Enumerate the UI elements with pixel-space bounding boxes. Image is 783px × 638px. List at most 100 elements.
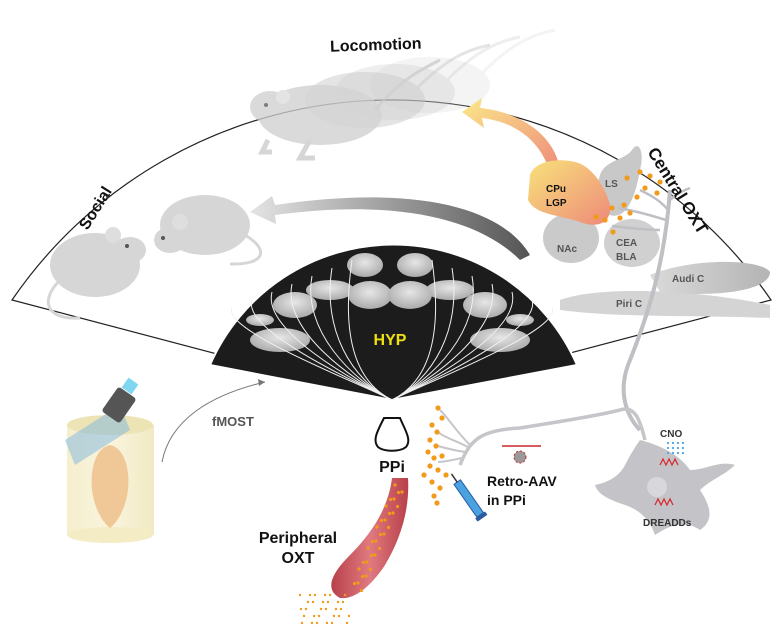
label-peripheral-oxt: OXT — [282, 550, 315, 567]
oxt-dot — [319, 607, 323, 611]
region-ls — [597, 146, 642, 216]
ppi-oxt-dots — [421, 405, 449, 506]
retro-axon-branches — [437, 409, 471, 463]
oxt-dot — [382, 532, 386, 536]
oxt-dot — [383, 518, 387, 522]
oxt-dot — [377, 546, 382, 551]
oxt-dot — [647, 173, 653, 179]
oxt-dot — [311, 600, 315, 604]
oxt-dot — [312, 614, 316, 618]
cno-dot — [681, 446, 685, 450]
oxt-dot — [637, 169, 643, 175]
social-mice-illustration — [46, 195, 263, 320]
region-cea-bla — [604, 219, 660, 267]
oxt-dot — [364, 574, 368, 578]
oxt-dot — [304, 607, 308, 611]
oxt-dot — [299, 607, 303, 611]
label-retro-aav: Retro-AAV — [487, 473, 557, 489]
label-dreadds: DREADDs — [643, 518, 692, 529]
oxt-dot — [642, 185, 648, 191]
oxt-dot — [627, 210, 633, 216]
oxt-dot — [429, 479, 435, 485]
oxt-dot — [386, 525, 391, 530]
oxt-dot — [657, 179, 663, 185]
oxt-dot — [339, 607, 343, 611]
fmost-arrow — [161, 381, 266, 463]
oxt-dot — [435, 405, 441, 411]
dreadd-receptor-icon — [654, 497, 674, 507]
oxt-dot — [336, 600, 340, 604]
oxt-dot — [435, 467, 441, 473]
hyp-fiber — [391, 307, 553, 401]
cno-dot — [671, 451, 675, 455]
oxt-dot — [324, 607, 328, 611]
oxt-dot — [443, 472, 449, 478]
oxt-dot — [425, 449, 431, 455]
syringe-icon — [450, 473, 488, 522]
label-ls: LS — [605, 179, 618, 190]
cno-dot — [666, 441, 670, 445]
cno-dot — [676, 446, 680, 450]
running-rats-illustration — [250, 28, 556, 161]
oxt-dot — [439, 453, 445, 459]
oxt-dot — [326, 600, 330, 604]
cno-dot — [681, 441, 685, 445]
dreadd-neuron — [595, 440, 735, 535]
fmost-arrowhead — [258, 379, 265, 386]
oxt-dot — [427, 463, 433, 469]
label-retro-in-ppi: in PPi — [487, 492, 526, 508]
dreadd-receptor-icon — [659, 457, 679, 467]
brain-regions — [528, 146, 770, 318]
label-ppi: PPi — [379, 459, 405, 476]
oxt-dot — [315, 621, 319, 625]
oxt-dot — [396, 490, 401, 495]
hyp-fibers — [231, 259, 553, 401]
label-piri-c: Piri C — [616, 299, 642, 310]
hyp-nucleus — [388, 281, 432, 309]
hyp-fiber — [391, 259, 437, 401]
oxt-dot — [302, 614, 306, 618]
microscope-objective-icon — [65, 377, 139, 465]
oxt-dot — [624, 175, 630, 181]
oxt-dot — [343, 593, 347, 597]
blood-vessel — [331, 478, 409, 599]
oxt-dot — [360, 574, 365, 579]
hyp-nucleus — [250, 328, 310, 352]
hyp-neurons — [246, 253, 534, 352]
oxt-dot — [617, 215, 623, 221]
oxt-dot — [352, 581, 357, 586]
oxt-dot — [334, 607, 338, 611]
oxt-dot — [328, 593, 332, 597]
hyp-fiber — [347, 259, 393, 401]
hyp-nucleus — [463, 292, 507, 318]
label-cea: CEA — [616, 238, 637, 249]
oxt-dot — [431, 493, 437, 499]
label-lgp: LGP — [546, 198, 567, 209]
oxt-dot — [427, 437, 433, 443]
oxt-dot — [370, 539, 375, 544]
oxt-dot — [602, 217, 608, 223]
oxt-dot — [634, 194, 640, 200]
oxt-dot — [341, 600, 345, 604]
vessel-oxt-dots — [298, 483, 404, 625]
oxt-dot — [298, 593, 302, 597]
label-audi-c: Audi C — [672, 274, 704, 285]
oxt-dot — [391, 511, 395, 515]
oxt-dot — [332, 614, 336, 618]
hyp-nucleus — [506, 314, 534, 326]
hyp-fiber — [329, 267, 393, 401]
locomotion-arrow — [462, 98, 560, 172]
label-bla: BLA — [616, 252, 637, 263]
oxt-dot — [378, 532, 383, 537]
region-audi-c — [650, 261, 770, 294]
label-cno: CNO — [660, 429, 682, 440]
cno-dot — [666, 451, 670, 455]
oxt-dot — [393, 483, 397, 487]
oxt-dot — [321, 600, 325, 604]
central-axon — [621, 189, 672, 432]
oxt-dot — [368, 567, 373, 572]
oxt-dot — [366, 546, 370, 550]
cno-dot — [666, 446, 670, 450]
retro-axon — [458, 407, 647, 466]
